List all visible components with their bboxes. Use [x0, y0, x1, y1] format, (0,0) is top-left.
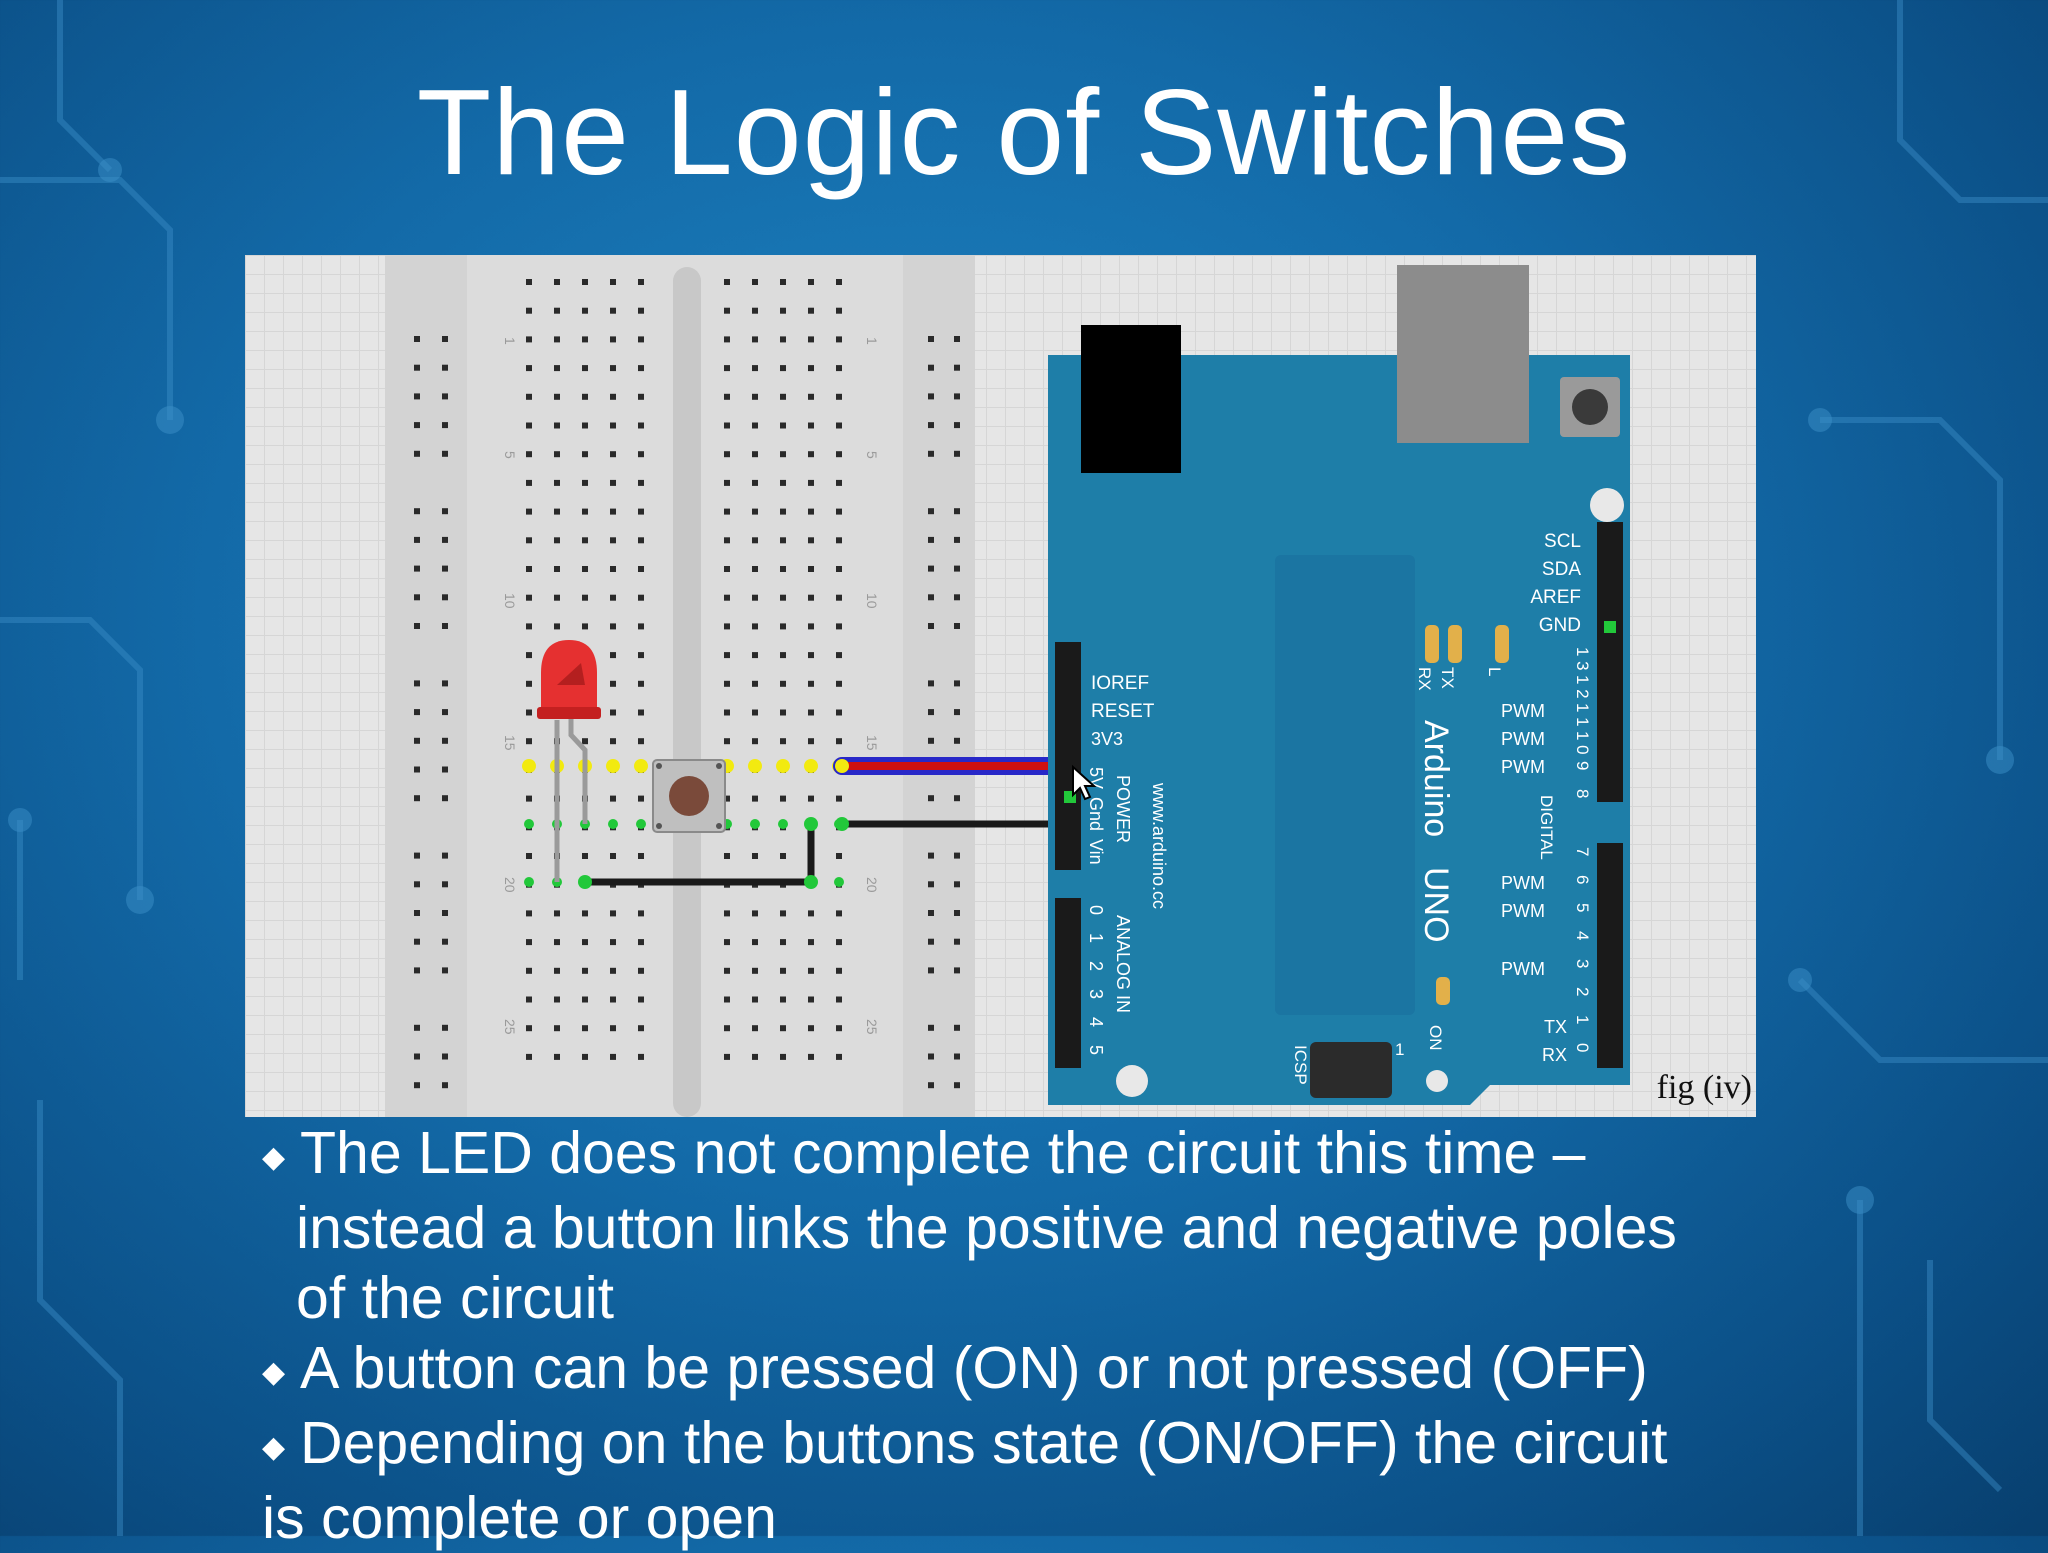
digital-pin-number: 2 — [1573, 987, 1592, 996]
power-rail-left — [385, 255, 467, 1117]
pushbutton — [652, 759, 726, 833]
digital-pin-number: 1 3 — [1573, 647, 1592, 671]
figure-caption: fig (iv) — [1656, 1069, 1752, 1106]
l-led-label: L — [1485, 667, 1504, 676]
icsp-label: ICSP — [1291, 1045, 1310, 1085]
pin-label: SCL — [1544, 531, 1581, 552]
rx-pin-label: RX — [1542, 1045, 1567, 1065]
digital-pin-number: 1 — [1573, 1015, 1592, 1024]
bullet-continuation: instead a button links the positive and … — [296, 1195, 1677, 1261]
bullet-continuation: is complete or open — [262, 1485, 777, 1551]
slide-title: The Logic of Switches — [416, 64, 1632, 200]
digital-header-top — [1597, 522, 1623, 802]
bullet-text: A button can be pressed (ON) or not pres… — [300, 1335, 1648, 1401]
row-number: 1 — [864, 337, 880, 345]
analog-pin-label: 5 — [1086, 1045, 1106, 1055]
led — [537, 640, 601, 882]
row-number: 15 — [864, 735, 880, 751]
pin-label: 3V3 — [1091, 729, 1123, 749]
tx-led-label: TX — [1438, 667, 1457, 689]
pwm-label: PWM — [1501, 901, 1545, 921]
row-number: 5 — [502, 451, 518, 459]
digital-pin-number: 0 — [1573, 1043, 1592, 1052]
digital-pin-number: 5 — [1573, 903, 1592, 912]
circuit-figure: 1 5 10 15 20 25 1 5 10 15 20 25 — [245, 255, 1756, 1117]
power-header — [1055, 642, 1081, 870]
row-number: 20 — [864, 877, 880, 893]
analog-pin-label: 2 — [1086, 961, 1106, 971]
row-number: 10 — [502, 593, 518, 609]
digital-pin-number: 6 — [1573, 875, 1592, 884]
icsp-header — [1310, 1042, 1392, 1098]
digital-pin-number: 3 — [1573, 959, 1592, 968]
bullet-item: ◆ The LED does not complete the circuit t… — [262, 1118, 1822, 1193]
analog-header-label: ANALOG IN — [1113, 915, 1133, 1013]
pin-label: Vin — [1086, 839, 1106, 865]
analog-pin-label: 1 — [1086, 933, 1106, 943]
digital-pin-number: 8 — [1573, 789, 1592, 798]
digital-pin-number: 7 — [1573, 847, 1592, 856]
digital-header-bottom — [1597, 843, 1623, 1068]
bullet-item: ◆ Depending on the buttons state (ON/OFF)… — [262, 1408, 1822, 1483]
analog-pin-label: 4 — [1086, 1017, 1106, 1027]
arduino-model: UNO — [1417, 867, 1455, 943]
website-label: www.arduino.cc — [1149, 782, 1169, 909]
row-number: 5 — [864, 451, 880, 459]
row-number: 25 — [864, 1019, 880, 1035]
digital-pin-number: 9 — [1573, 761, 1592, 770]
pin-label: SDA — [1542, 559, 1581, 580]
row-number: 25 — [502, 1019, 518, 1035]
analog-header — [1055, 898, 1081, 1068]
digital-pin-number: 1 0 — [1573, 731, 1592, 755]
usb-connector — [1397, 265, 1529, 443]
icsp-pin-one: 1 — [1395, 1040, 1404, 1059]
power-jack — [1081, 325, 1181, 473]
pwm-label: PWM — [1501, 701, 1545, 721]
digital-pin-number: 1 1 — [1573, 703, 1592, 727]
chip — [1275, 555, 1415, 1015]
tx-pin-label: TX — [1544, 1017, 1567, 1037]
breadboard-center-channel — [673, 267, 701, 1117]
highlight-row-yellow — [522, 759, 846, 773]
row-number: 1 — [502, 337, 518, 345]
bullet-text: Depending on the buttons state (ON/OFF) … — [300, 1410, 1668, 1476]
on-led-label: ON — [1426, 1025, 1445, 1051]
digital-pin-number: 4 — [1573, 931, 1592, 940]
arduino-board — [1048, 265, 1630, 1105]
arduino-brand: Arduino — [1417, 720, 1455, 837]
pwm-label: PWM — [1501, 873, 1545, 893]
bullet-diamond-icon: ◆ — [262, 1141, 286, 1174]
pwm-label: PWM — [1501, 757, 1545, 777]
circuit-diagram: 1 5 10 15 20 25 1 5 10 15 20 25 — [385, 255, 1630, 1117]
bullet-text: The LED does not complete the circuit th… — [300, 1120, 1586, 1186]
pwm-label: PWM — [1501, 729, 1545, 749]
digital-header-label: DIGITAL — [1537, 795, 1556, 860]
analog-pin-label: 0 — [1086, 905, 1106, 915]
pin-label: GND — [1539, 615, 1581, 636]
bullet-diamond-icon: ◆ — [262, 1431, 286, 1464]
pin-label: Gnd — [1086, 797, 1106, 831]
power-rail-right — [903, 255, 975, 1117]
bullet-item: ◆ A button can be pressed (ON) or not pre… — [262, 1333, 1822, 1408]
rx-led-label: RX — [1415, 667, 1434, 691]
pin-label: IOREF — [1091, 673, 1149, 694]
mouse-cursor-icon — [1072, 764, 1097, 801]
digital-pin-number: 1 2 — [1573, 675, 1592, 699]
pin-label: AREF — [1530, 587, 1581, 608]
analog-pin-label: 3 — [1086, 989, 1106, 999]
pin-label: RESET — [1091, 701, 1155, 722]
power-header-label: POWER — [1113, 775, 1133, 843]
bullet-continuation: of the circuit — [296, 1265, 615, 1331]
row-number: 10 — [864, 593, 880, 609]
bullet-diamond-icon: ◆ — [262, 1356, 286, 1389]
pwm-label: PWM — [1501, 959, 1545, 979]
row-number: 20 — [502, 877, 518, 893]
row-number: 15 — [502, 735, 518, 751]
bullet-list: ◆ The LED does not complete the circuit t… — [262, 1118, 1822, 1553]
